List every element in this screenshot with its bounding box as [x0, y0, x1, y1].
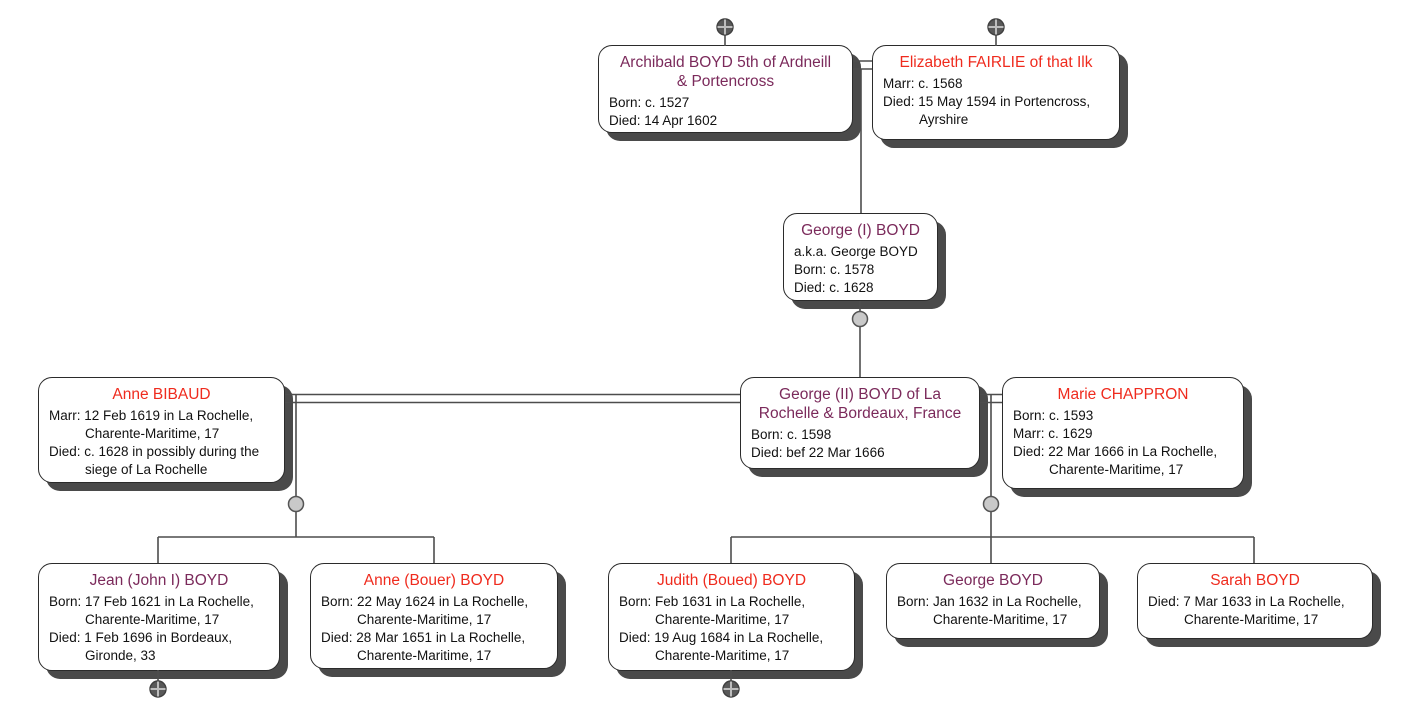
person-name: Judith (Boued) BOYD: [656, 572, 807, 589]
sibling-line-bibaud-children: [157, 536, 435, 563]
junction-dot-chappron: [982, 495, 1000, 513]
person-card-judith-boued-boyd[interactable]: Judith (Boued) BOYD Born: Feb 1631 in La…: [608, 563, 855, 671]
person-name: George (I) BOYD: [801, 222, 920, 239]
marriage-line-anne-george-ii: [285, 393, 740, 404]
person-name: George BOYD: [943, 572, 1043, 589]
expand-descendants-icon-jean[interactable]: [149, 680, 167, 698]
marriage-line-archibald-elizabeth: [853, 60, 872, 70]
person-name: Marie CHAPPRON: [1057, 386, 1189, 403]
person-card-anne-bibaud[interactable]: Anne BIBAUD Marr: 12 Feb 1619 in La Roch…: [38, 377, 285, 483]
person-name: Anne (Bouer) BOYD: [363, 572, 505, 589]
person-name: Sarah BOYD: [1210, 572, 1300, 589]
junction-dot-george-i: [851, 310, 869, 328]
person-card-anne-bouer-boyd[interactable]: Anne (Bouer) BOYD Born: 22 May 1624 in L…: [310, 563, 558, 669]
person-card-sarah-boyd[interactable]: Sarah BOYD Died: 7 Mar 1633 in La Rochel…: [1137, 563, 1373, 639]
junction-dot-bibaud: [287, 495, 305, 513]
expand-ancestors-icon-archibald[interactable]: [716, 18, 734, 36]
person-details: Born: Jan 1632 in La Rochelle,Charente-M…: [897, 594, 1082, 627]
marriage-line-george-ii-marie: [980, 393, 1002, 404]
person-card-elizabeth-fairlie[interactable]: Elizabeth FAIRLIE of that Ilk Marr: c. 1…: [872, 45, 1120, 140]
person-name: Archibald BOYD 5th of Ardneill& Portencr…: [619, 54, 832, 90]
person-name: Jean (John I) BOYD: [89, 572, 229, 589]
person-card-george-boyd[interactable]: George BOYD Born: Jan 1632 in La Rochell…: [886, 563, 1100, 639]
person-details: Marr: 12 Feb 1619 in La Rochelle,Charent…: [49, 408, 260, 477]
sibling-line-chappron-children: [730, 536, 1255, 563]
expand-descendants-icon-judith[interactable]: [722, 680, 740, 698]
person-card-jean-john-i-boyd[interactable]: Jean (John I) BOYD Born: 17 Feb 1621 in …: [38, 563, 280, 671]
expand-ancestors-icon-elizabeth[interactable]: [987, 18, 1005, 36]
person-name: Anne BIBAUD: [112, 386, 211, 403]
person-card-archibald-boyd[interactable]: Archibald BOYD 5th of Ardneill& Portencr…: [598, 45, 853, 133]
person-name: Elizabeth FAIRLIE of that Ilk: [899, 54, 1093, 71]
person-details: Born: Feb 1631 in La Rochelle,Charente-M…: [619, 594, 824, 663]
person-details: Born: 17 Feb 1621 in La Rochelle,Charent…: [49, 594, 254, 663]
person-details: Died: 7 Mar 1633 in La Rochelle,Charente…: [1148, 594, 1345, 627]
person-details: Born: 22 May 1624 in La Rochelle,Charent…: [321, 594, 529, 663]
